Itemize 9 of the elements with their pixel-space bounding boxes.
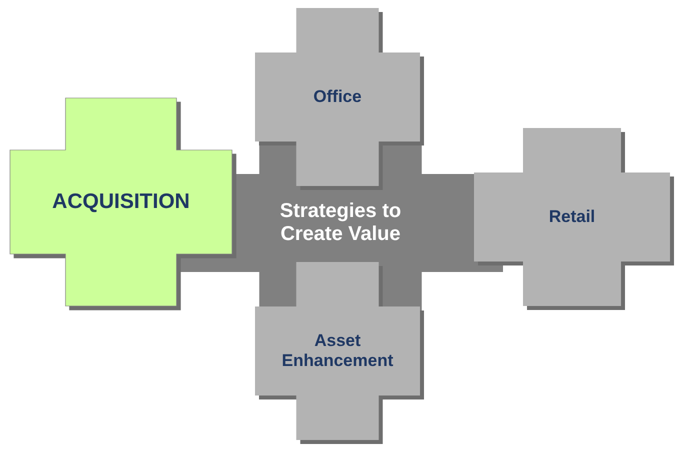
node-label: Retail	[548, 207, 596, 227]
node-label: Strategies to Create Value	[278, 200, 402, 246]
cross-shape	[474, 128, 670, 306]
cross-shape	[255, 262, 420, 440]
cross-shape	[10, 98, 232, 306]
node-label: ACQUISITION	[52, 190, 190, 214]
cross-shape	[255, 8, 420, 186]
node-label: Office	[313, 87, 362, 107]
node-label: Asset Enhancement	[282, 331, 394, 371]
